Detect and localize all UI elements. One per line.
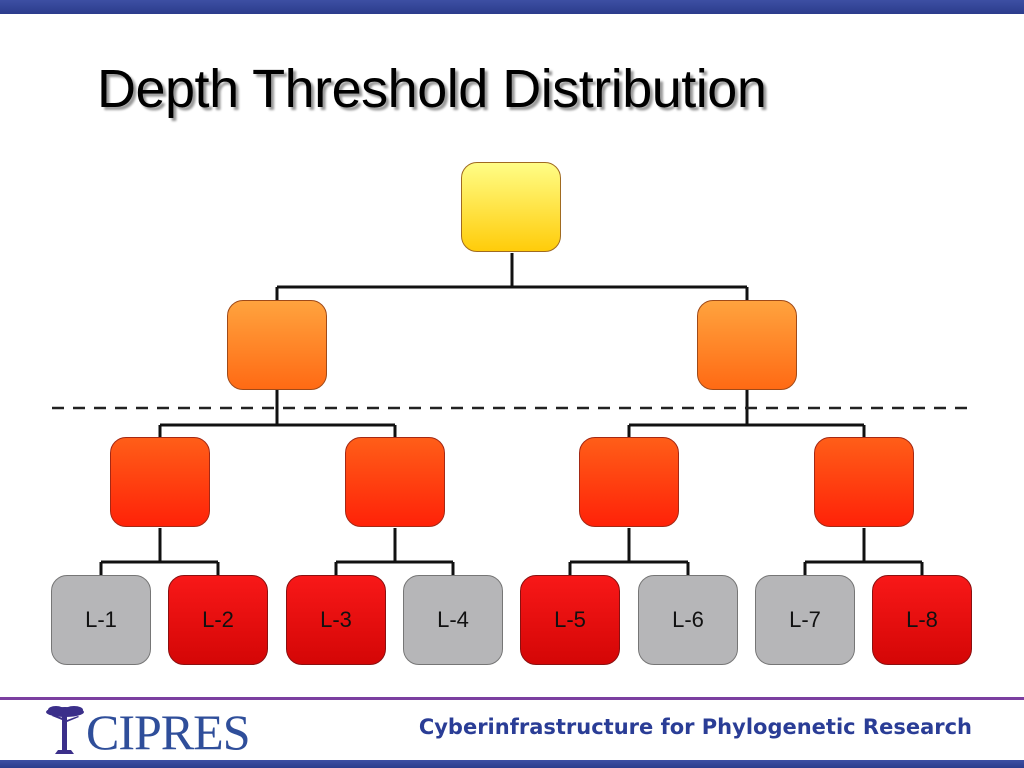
- level2-node-4: [814, 437, 914, 527]
- top-accent-bar: [0, 0, 1024, 14]
- leaf-node: L-6: [638, 575, 738, 665]
- footer-divider: [0, 697, 1024, 700]
- cipres-logo: CIPRES: [44, 704, 264, 760]
- level1-node-right: [697, 300, 797, 390]
- bottom-accent-bar: [0, 760, 1024, 768]
- leaf-node: L-8: [872, 575, 972, 665]
- tree-logo-icon: [46, 706, 84, 754]
- leaf-node: L-5: [520, 575, 620, 665]
- logo-wordmark: CIPRES: [86, 704, 251, 760]
- root-node: [461, 162, 561, 252]
- leaf-node: L-2: [168, 575, 268, 665]
- level1-node-left: [227, 300, 327, 390]
- slide-title: Depth Threshold Distribution: [97, 59, 767, 119]
- leaf-node: L-7: [755, 575, 855, 665]
- leaf-node: L-3: [286, 575, 386, 665]
- level2-node-3: [579, 437, 679, 527]
- level2-node-2: [345, 437, 445, 527]
- level2-node-1: [110, 437, 210, 527]
- leaf-node: L-4: [403, 575, 503, 665]
- leaf-node: L-1: [51, 575, 151, 665]
- footer-tagline: Cyberinfrastructure for Phylogenetic Res…: [418, 715, 972, 739]
